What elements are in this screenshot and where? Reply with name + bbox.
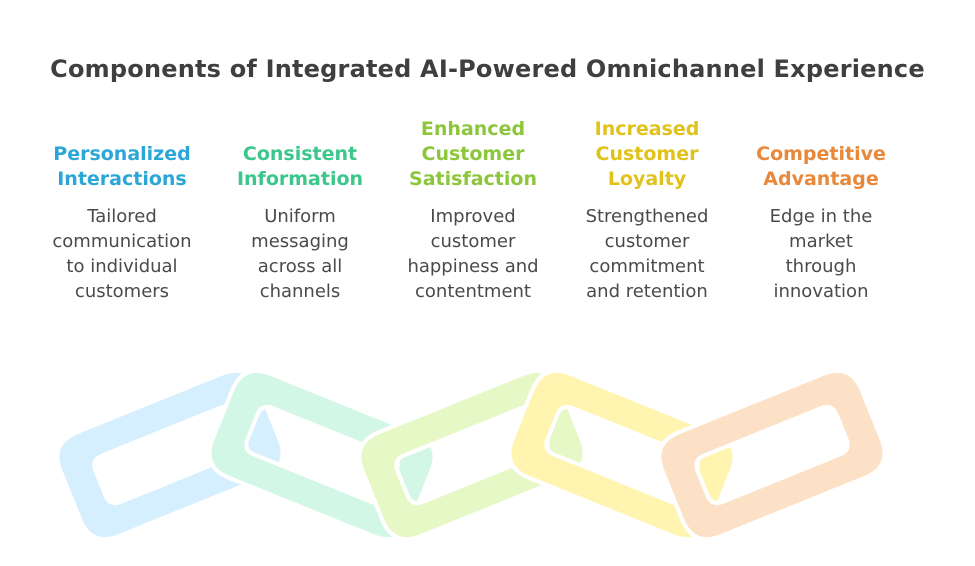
component-description: Strengthened customer commitment and retent…	[586, 204, 709, 304]
component-description-line: Tailored	[87, 206, 157, 227]
component-description-line: market	[789, 231, 853, 252]
component-heading-line: Increased	[594, 118, 700, 140]
component-description-line: innovation	[773, 281, 869, 302]
component-description-line: customer	[430, 231, 516, 252]
component-description-line: customers	[74, 281, 170, 302]
component-description: Improved customer happiness and contentment	[407, 204, 538, 304]
component-description-line: commitment	[589, 256, 705, 277]
component-heading-line: Loyalty	[607, 168, 687, 190]
component-heading-line: Consistent	[242, 143, 358, 165]
component-heading-line: Customer	[595, 143, 699, 165]
component-description-line: Uniform	[264, 206, 336, 227]
component-description-line: contentment	[415, 281, 531, 302]
component-heading-line: Competitive	[756, 143, 886, 165]
component-heading-line: Personalized	[53, 143, 191, 165]
component-description: Edge in the market through innovation	[770, 204, 873, 304]
component-description-line: and retention	[586, 281, 708, 302]
component-description-line: across all	[257, 256, 343, 277]
component-description-line: Strengthened	[585, 206, 709, 227]
component-description-line: to individual	[66, 256, 178, 277]
component-description-line: messaging	[251, 231, 349, 252]
diagram-title: Components of Integrated AI-Powered Omni…	[50, 55, 925, 83]
component-description-line: Edge in the	[769, 206, 873, 227]
component-description-line: happiness and	[407, 256, 539, 277]
component-description-line: communication	[52, 231, 192, 252]
component-description-line: Improved	[430, 206, 516, 227]
component-heading-line: Enhanced	[420, 118, 526, 140]
component-heading-line: Satisfaction	[409, 168, 537, 190]
component-description: Uniform messaging across all channels	[251, 204, 349, 304]
component-heading-line: Interactions	[57, 168, 187, 190]
component-heading-line: Information	[236, 168, 364, 190]
chain-link	[657, 368, 887, 542]
component-description-line: through	[785, 256, 857, 277]
component-heading-line: Customer	[421, 143, 525, 165]
component-description-line: customer	[604, 231, 690, 252]
component-description: Tailored communication to individual custom…	[52, 204, 191, 304]
component-description-line: channels	[259, 281, 341, 302]
component-heading-line: Advantage	[763, 168, 879, 190]
